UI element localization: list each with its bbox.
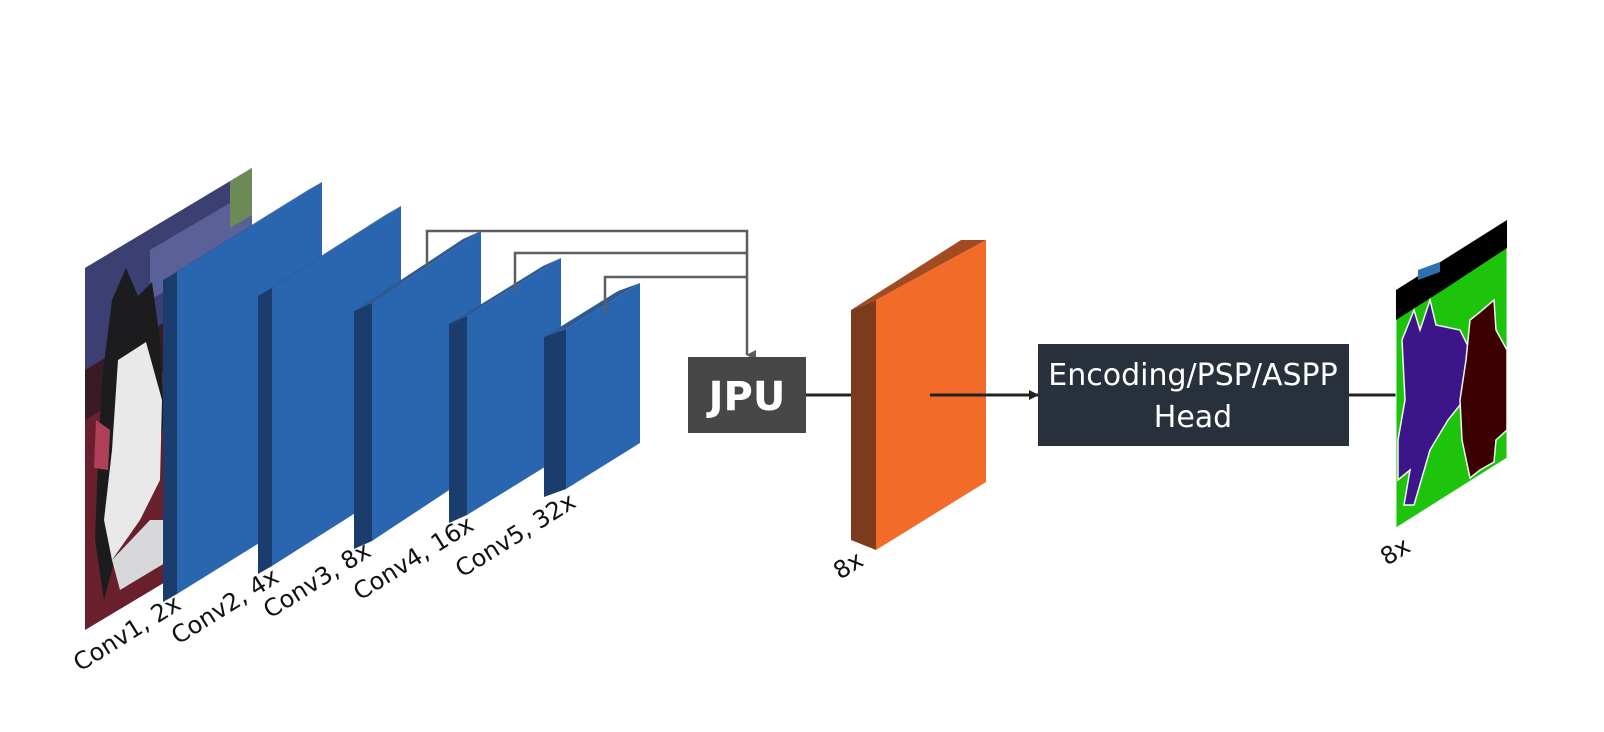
head-module: Encoding/PSP/ASPP Head: [1038, 344, 1349, 446]
conv-block-5: [544, 283, 640, 497]
conv-block-front: [566, 283, 640, 489]
head-box: [1038, 344, 1349, 446]
skip-connection-3: [425, 229, 756, 360]
conv-block-top: [258, 206, 401, 296]
skip-connection-4: [513, 251, 747, 290]
jpu-label: JPU: [706, 374, 786, 420]
feature-map-label: 8x: [828, 546, 868, 585]
skip-connections: [425, 229, 756, 360]
conv-block-side: [354, 303, 372, 549]
feature-map-side: [851, 300, 876, 550]
conv-block-4: [449, 258, 561, 523]
conv-block-front: [467, 258, 561, 515]
head-label-line1: Encoding/PSP/ASPP: [1048, 358, 1337, 393]
feature-map-top: [851, 240, 986, 310]
backbone: [163, 182, 640, 602]
conv-block-side: [449, 316, 467, 523]
conv-block-top: [449, 258, 561, 324]
conv-block-side: [544, 329, 566, 497]
output-segmentation: [1395, 219, 1508, 529]
conv-block-side: [258, 288, 272, 574]
output-label: 8x: [1375, 532, 1415, 571]
skip-connection-5: [603, 275, 747, 313]
conv-block-top: [354, 231, 481, 311]
jpu-module: JPU: [688, 357, 806, 433]
jpu-box: [688, 357, 806, 433]
head-label-line2: Head: [1154, 400, 1232, 435]
conv-block-top: [163, 182, 322, 280]
conv-block-top: [544, 283, 640, 337]
conv-block-3: [354, 231, 481, 549]
conv-block-side: [163, 272, 177, 602]
